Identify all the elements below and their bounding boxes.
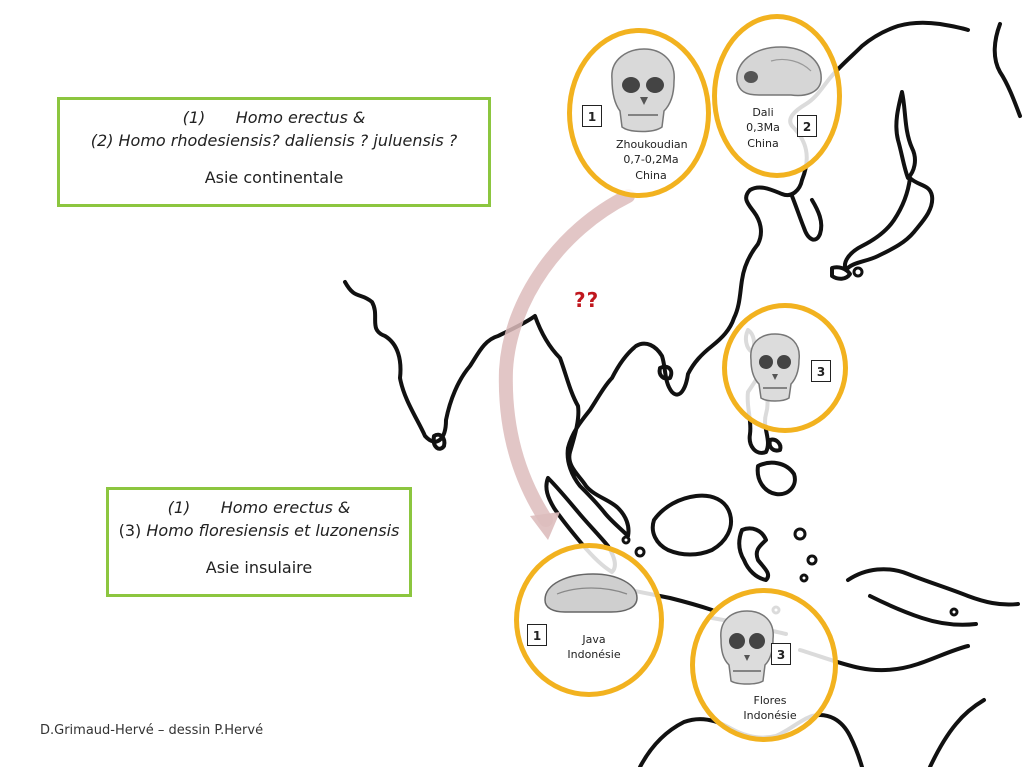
dali-label: Dali 0,3Ma China [735,105,791,151]
continental-line-1: (1) Homo erectus & [60,106,488,129]
species-homo-erectus: Homo erectus & [235,108,366,127]
sakhalin-coastline [894,90,917,180]
australia-east [928,698,986,767]
line-number: (3) [118,521,142,541]
question-marks: ?? [574,288,600,312]
site-name: Java [582,633,606,646]
site-number-badge: 1 [527,624,547,646]
zhoukoudian-site-circle: 1 Zhoukoudian 0,7-0,2Ma China [567,28,711,198]
site-country: Indonésie [567,648,621,662]
flores-site-circle: 3 Flores Indonésie [690,588,838,742]
hainan-coastline [657,364,674,381]
line-number: (1) [167,498,191,517]
species-homo-erectus: Homo erectus & [220,498,351,517]
site-name: Flores [753,694,787,707]
continental-region-label: Asie continentale [204,168,344,188]
japan-kyushu [830,265,852,281]
mindanao-coastline [755,460,797,497]
island-dot [852,266,864,278]
skull-icon [611,48,675,133]
korea-coastline [790,194,824,242]
skull-icon [720,610,774,685]
dali-site-circle: Dali 0,3Ma China 2 [712,14,842,178]
site-country: China [635,168,667,182]
insular-region-label: Asie insulaire [205,558,313,578]
site-number-badge: 2 [797,115,817,137]
flores-label: Flores Indonésie [735,693,805,724]
island-dot [949,607,959,617]
island-dot [793,527,807,541]
newguinea-south [868,594,978,627]
site-country: China [747,136,779,150]
insular-line-1: (1) Homo erectus & [109,496,409,519]
island-dot [806,554,818,566]
continental-line-2: (2) Homo rhodesiensis? daliensis ? julue… [90,131,458,151]
borneo-coastline [650,493,733,557]
visayas-islands [767,437,783,453]
site-number-badge: 1 [582,105,602,127]
site-name: Zhoukoudian [616,138,688,151]
island-dot [621,535,631,545]
site-date: 0,7-0,2Ma [623,153,679,167]
continental-asia-box: (1) Homo erectus & (2) Homo rhodesiensis… [57,97,491,207]
line-number: (1) [182,108,206,127]
island-dot [634,546,646,558]
species-floresiensis-luzonensis: Homo floresiensis et luzonensis [146,521,400,541]
java-site-circle: 1 Java Indonésie [514,543,664,697]
sulawesi-coastline [737,526,771,582]
site-country: Indonésie [743,709,797,723]
srilanka-coastline [431,432,447,451]
luzon-site-circle: 3 [722,303,848,433]
site-number-badge: 3 [771,643,791,665]
island-dot [799,573,809,583]
migration-arrow [498,189,635,527]
credit-text: D.Grimaud-Hervé – dessin P.Hervé [40,723,264,738]
zhoukoudian-label: Zhoukoudian 0,7-0,2Ma China [616,137,688,183]
skull-icon [750,333,800,402]
site-name: Dali [752,106,774,119]
japan-coastline [843,176,935,272]
migration-arrowhead [530,512,560,540]
skull-icon [736,46,822,97]
skull-icon [544,573,638,613]
newguinea-coastline [846,567,1020,607]
insular-asia-box: (1) Homo erectus & (3) Homo floresiensis… [106,487,412,597]
insular-line-2: (3) Homo floresiensis et luzonensis [109,519,409,542]
kamchatka-coastline [992,22,1022,118]
site-number-badge: 3 [811,360,831,382]
site-date: 0,3Ma [746,121,780,135]
java-label: Java Indonésie [559,632,629,663]
